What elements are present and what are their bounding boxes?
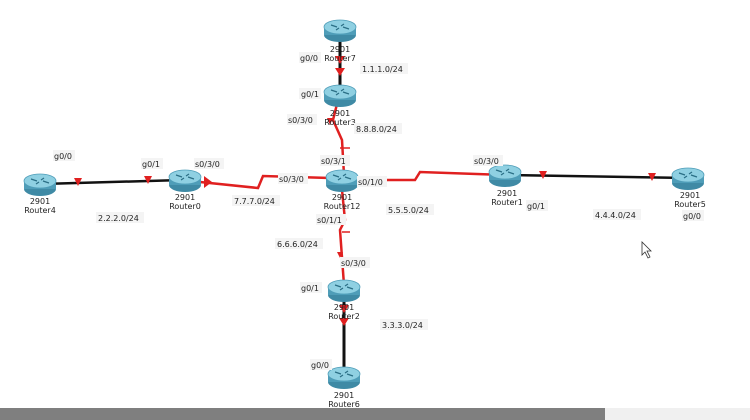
iface-router12-s011: s0/1/1 — [317, 216, 342, 225]
port-markers — [74, 56, 656, 326]
router5-model: 2901 — [680, 191, 700, 200]
router1-model: 2901 — [497, 189, 517, 198]
router6-model: 2901 — [334, 391, 354, 400]
router7-model: 2901 — [330, 45, 350, 54]
router12-model: 2901 — [332, 193, 352, 202]
network-label-8: 8.8.8.0/24 — [356, 125, 397, 134]
iface-router0-g01: g0/1 — [142, 160, 160, 169]
iface-router12-s031: s0/3/1 — [321, 157, 346, 166]
router5-icon[interactable] — [671, 167, 705, 191]
router7-icon[interactable] — [323, 19, 357, 43]
iface-router5-g00: g0/0 — [683, 212, 701, 221]
iface-router1-g01: g0/1 — [527, 202, 545, 211]
network-label-4: 4.4.4.0/24 — [595, 211, 636, 220]
iface-router2-s030: s0/3/0 — [341, 259, 366, 268]
router1-name: Router1 — [491, 198, 523, 207]
horizontal-scrollbar[interactable] — [0, 408, 750, 420]
network-label-5: 5.5.5.0/24 — [388, 206, 429, 215]
iface-router4-g00: g0/0 — [54, 152, 72, 161]
iface-router12-s030: s0/3/0 — [279, 175, 304, 184]
iface-router7-g00: g0/0 — [300, 54, 318, 63]
router3-name: Router3 — [324, 118, 356, 127]
link-router0-router12[interactable] — [199, 174, 331, 190]
scrollbar-thumb[interactable] — [0, 408, 605, 420]
router2-model: 2901 — [334, 303, 354, 312]
link-router4-router0[interactable] — [41, 178, 183, 186]
network-label-7: 7.7.7.0/24 — [234, 197, 275, 206]
router5-name: Router5 — [674, 200, 706, 209]
router3-model: 2901 — [330, 109, 350, 118]
router0-icon[interactable] — [168, 169, 202, 193]
router4-model: 2901 — [30, 197, 50, 206]
router1-icon[interactable] — [488, 164, 522, 188]
router2-name: Router2 — [328, 312, 360, 321]
router3-icon[interactable] — [323, 84, 357, 108]
iface-router3-g01: g0/1 — [301, 90, 319, 99]
router4-name: Router4 — [24, 206, 56, 215]
router4-icon[interactable] — [23, 173, 57, 197]
router0-name: Router0 — [169, 202, 201, 211]
iface-router3-s030: s0/3/0 — [288, 116, 313, 125]
router6-name: Router6 — [328, 400, 360, 409]
router6-icon[interactable] — [327, 366, 361, 390]
network-label-3: 3.3.3.0/24 — [382, 321, 423, 330]
iface-router6-g00: g0/0 — [311, 361, 329, 370]
router12-name: Router12 — [324, 202, 361, 211]
network-label-2: 2.2.2.0/24 — [98, 214, 139, 223]
link-router1-router5[interactable] — [507, 173, 689, 180]
iface-router0-s030: s0/3/0 — [195, 160, 220, 169]
iface-router12-s010: s0/1/0 — [358, 178, 383, 187]
router0-model: 2901 — [175, 193, 195, 202]
iface-router2-g01: g0/1 — [301, 284, 319, 293]
network-label-1: 1.1.1.0/24 — [362, 65, 403, 74]
router2-icon[interactable] — [327, 279, 361, 303]
network-label-6: 6.6.6.0/24 — [277, 240, 318, 249]
iface-router1-s030: s0/3/0 — [474, 157, 499, 166]
router7-name: Router7 — [324, 54, 356, 63]
mouse-cursor-icon — [641, 241, 652, 259]
router12-icon[interactable] — [325, 169, 359, 193]
